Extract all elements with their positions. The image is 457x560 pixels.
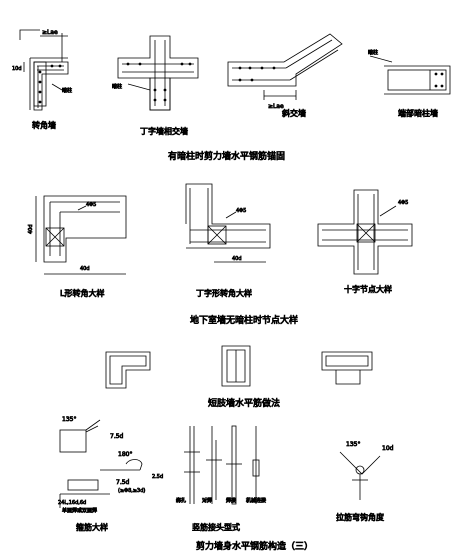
caption-t-corner: 丁字形转角大样 [196, 288, 252, 298]
label-splice-mech: 机械连接 [246, 497, 266, 504]
label-7-5d-1: 7.5d [110, 433, 124, 440]
t-corner-detail [185, 183, 271, 263]
label-splice-butt: 对焊 [202, 497, 212, 504]
note-weld-type: 单面焊或双面焊 [62, 507, 97, 514]
caption-corner-wall: 转角墙 [32, 120, 56, 130]
note-stirrup: (≥Φ8,≥3d) [118, 488, 145, 494]
label-dark-column-1: 暗柱 [62, 87, 72, 94]
vertical-splice-detail [184, 425, 260, 505]
caption-tie-bar: 拉筋弯钩角度 [336, 512, 384, 522]
l-corner-detail [35, 195, 127, 275]
label-angle-135: 135° [62, 416, 76, 423]
title-section-1: 有暗柱时剪力墙水平钢筋锚固 [168, 150, 285, 162]
label-splice-lashing: 绑扎 [176, 497, 186, 504]
caption-stirrup: 箍筋大样 [76, 522, 108, 532]
label-4d5-1: 4Φ5 [86, 202, 96, 208]
short-wall-l-shape [105, 351, 151, 389]
corner-wall-detail [19, 29, 69, 111]
label-lae-2: ≥Lae [268, 103, 284, 110]
title-section-2: 地下室墙无暗柱时节点大样 [190, 314, 298, 326]
label-4d5-3: 4Φ5 [398, 200, 408, 206]
label-2-5d: 2.5d [152, 474, 163, 480]
label-splice-weld: 焊接 [226, 497, 236, 504]
cross-node-detail [317, 189, 413, 275]
label-4d5-2: 4Φ5 [236, 208, 246, 214]
t-wall-detail [117, 35, 199, 111]
label-40d-horizontal-2: 40d [232, 256, 242, 262]
note-weld-length: 24L,16d,6d [58, 500, 86, 506]
caption-oblique-wall: 斜交墙 [282, 108, 306, 118]
title-section-3: 短肢墙水平筋做法 [208, 397, 280, 409]
tie-bar-detail [339, 451, 381, 500]
label-dark-column-2: 暗柱 [112, 83, 122, 90]
end-column-wall-detail [369, 55, 451, 95]
label-40d-vertical: 40d [28, 224, 34, 234]
short-wall-t-shape [221, 345, 251, 387]
label-10d: 10d [382, 445, 394, 452]
label-7-5d-2: 7.5d [116, 479, 130, 486]
label-40d-horizontal-1: 40d [80, 266, 90, 272]
oblique-wall-detail [227, 33, 343, 100]
caption-t-wall: 丁字墙相交墙 [140, 126, 188, 136]
caption-vertical-splice: 竖筋接头型式 [192, 522, 240, 532]
caption-cross-node: 十字节点大样 [344, 284, 392, 294]
label-angle-180: 180° [118, 451, 132, 458]
short-wall-rect [321, 351, 373, 385]
label-dark-column-3: 暗柱 [368, 49, 378, 56]
stirrup-detail [59, 419, 143, 508]
caption-end-column-wall: 端部暗柱墙 [398, 108, 438, 118]
label-10d: 10d [12, 66, 22, 72]
label-angle-135b: 135° [346, 441, 360, 448]
caption-l-corner: L形转角大样 [60, 288, 104, 298]
title-section-4: 剪力墙身水平钢筋构造（三） [196, 540, 313, 552]
label-lae-1: ≥Lae [42, 29, 58, 36]
